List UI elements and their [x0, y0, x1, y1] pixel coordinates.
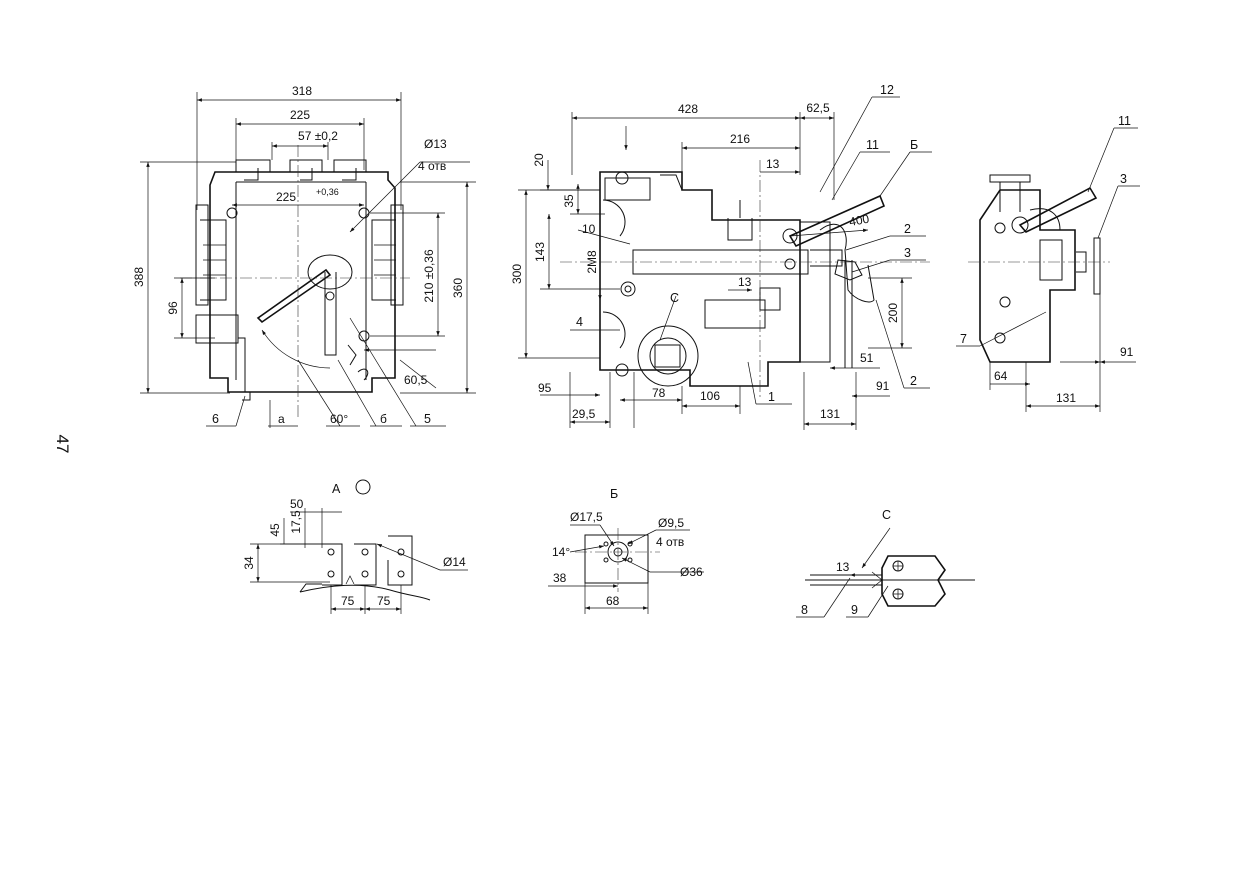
dim-75-a: 75 [341, 594, 355, 608]
dim-length-mid: 216 [730, 132, 750, 146]
dim-dia-17-5: Ø17,5 [570, 510, 603, 524]
dim-91: 91 [876, 379, 890, 393]
dim-top-20: 20 [532, 153, 546, 167]
detail-c-title: С [882, 508, 891, 522]
leader-9: 9 [851, 603, 858, 617]
dim-17-5: 17,5 [289, 510, 303, 534]
detail-c-leaders: 8 9 [796, 577, 889, 618]
dim-hole-count: 4 отв [418, 159, 446, 173]
leader-11: 11 [1118, 114, 1131, 128]
leader-6: 6 [212, 412, 219, 426]
detail-a-body [299, 535, 431, 601]
dim-hole-14: Ø14 [443, 555, 466, 569]
dim-pitch: 57 ±0,2 [298, 129, 338, 143]
dim-height-143: 143 [533, 242, 547, 262]
leader-3: 3 [904, 246, 911, 260]
dim-handle-offset: 60,5 [404, 373, 428, 387]
front-view-leaders: 6 5 [206, 317, 446, 427]
dim-top-35: 35 [562, 194, 576, 208]
dim-38: 38 [553, 571, 567, 585]
dim-131: 131 [1056, 391, 1076, 405]
dim-hole-spacing: 225 [276, 190, 296, 204]
end-view-body [968, 174, 1110, 363]
dim-radius-400: 400 [848, 212, 870, 229]
dim-131: 131 [820, 407, 840, 421]
side-view-leaders: С 12 11 Б 2 3 4 1 2 [570, 83, 932, 405]
detail-b-body [575, 528, 660, 592]
dim-34: 34 [242, 556, 256, 570]
dim-height-200: 200 [886, 303, 900, 323]
page-number: 47 [53, 435, 72, 454]
leader-8: 8 [801, 603, 808, 617]
view-b-marker: Б [910, 138, 918, 152]
dim-angle-14: 14° [552, 545, 570, 559]
dim-45: 45 [268, 523, 282, 537]
dim-mid-width: 225 [290, 108, 310, 122]
leader-4: 4 [576, 315, 583, 329]
dim-overall-width: 318 [292, 84, 312, 98]
detail-c: С 13 8 9 [796, 508, 975, 618]
dim-91: 91 [1120, 345, 1134, 359]
dim-106: 106 [700, 389, 720, 403]
end-view-leaders: 11 3 7 [956, 114, 1140, 347]
dim-hole-spacing-tol: +0,36 [316, 187, 339, 197]
detail-c-body [805, 555, 975, 607]
detail-a-dimensions: 50 17,5 45 34 75 75 Ø14 [242, 497, 468, 614]
dim-height-mount-2: 210 ±0,36 [422, 249, 436, 303]
leader-2-top: 2 [904, 222, 911, 236]
dim-68: 68 [606, 594, 620, 608]
detail-b-title: Б [610, 487, 618, 501]
detail-a-title: A [332, 482, 341, 496]
dim-13: 13 [836, 560, 850, 574]
leader-7: 7 [960, 332, 967, 346]
dim-13b: 13 [738, 275, 752, 289]
dim-holes: 4 отв [656, 535, 684, 549]
dim-height-mount: 360 [451, 278, 465, 298]
leader-2-bottom: 2 [910, 374, 917, 388]
dim-thread: 2M8 [585, 250, 599, 274]
side-view-body [560, 160, 930, 400]
leader-5: 5 [424, 412, 431, 426]
dim-50: 50 [290, 497, 304, 511]
dim-a: a [278, 412, 285, 426]
dim-dia-9-5: Ø9,5 [658, 516, 684, 530]
dim-hole-10: 10 [582, 222, 596, 236]
detail-b-dimensions: Ø17,5 Ø9,5 4 отв 14° Ø36 38 68 [548, 510, 704, 614]
side-view-dimensions: 428 62,5 216 13 20 35 10 143 2M8 [510, 101, 912, 430]
dim-height-total: 388 [132, 267, 146, 287]
end-view-dimensions: 91 64 131 [989, 294, 1136, 412]
front-view-body [180, 145, 410, 420]
dim-78: 78 [652, 386, 666, 400]
leader-3: 3 [1120, 172, 1127, 186]
detail-c-dimensions: 13 [836, 527, 891, 577]
view-direction-circle [355, 479, 371, 495]
view-c-marker: С [670, 291, 679, 305]
dim-64: 64 [994, 369, 1008, 383]
dim-height-300: 300 [510, 264, 524, 284]
side-view: 428 62,5 216 13 20 35 10 143 2M8 [510, 83, 932, 430]
dim-b: б [380, 412, 387, 426]
dim-offset-top: 62,5 [806, 101, 830, 115]
detail-b: Б Ø17,5 Ø9,5 4 отв 14° Ø36 38 [548, 487, 704, 614]
dim-hole-diameter: Ø13 [424, 137, 447, 151]
front-view-dimensions: 318 225 57 ±0,2 225 +0,36 Ø13 4 отв 388 … [132, 84, 476, 428]
dim-dia-36: Ø36 [680, 565, 703, 579]
leader-12: 12 [880, 83, 894, 97]
dim-51: 51 [860, 351, 874, 365]
dim-29-5: 29,5 [572, 407, 596, 421]
leader-1: 1 [768, 390, 775, 404]
front-view: 318 225 57 ±0,2 225 +0,36 Ø13 4 отв 388 … [132, 84, 476, 428]
end-view: 91 64 131 11 3 7 [956, 114, 1140, 412]
dim-95: 95 [538, 381, 552, 395]
dim-75-b: 75 [377, 594, 391, 608]
dim-angle: 60° [330, 412, 348, 426]
dim-lower-offset: 96 [166, 301, 180, 315]
dim-gap-13: 13 [766, 157, 780, 171]
detail-a: A 50 17,5 45 34 [242, 479, 468, 614]
leader-11: 11 [866, 138, 879, 152]
dim-length-total: 428 [678, 102, 698, 116]
